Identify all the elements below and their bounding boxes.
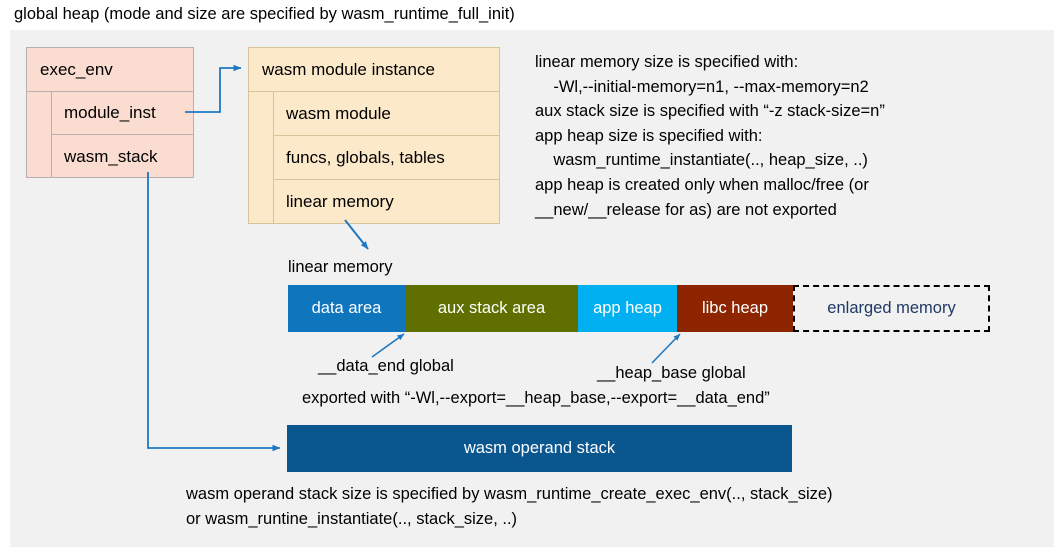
annotation-heap-base: __heap_base global (597, 364, 746, 382)
wasm-operand-stack-bar: wasm operand stack (287, 425, 792, 472)
page-title: global heap (mode and size are specified… (14, 5, 515, 23)
exec-env-box: exec_env module_inst wasm_stack (26, 47, 194, 178)
wasm-module-instance-header: wasm module instance (249, 48, 499, 92)
memory-segment-aux-stack-area: aux stack area (405, 285, 578, 332)
memory-segment-data-area: data area (288, 285, 405, 332)
linear-memory-label: linear memory (288, 258, 393, 276)
annotation-exported-with: exported with “-Wl,--export=__heap_base,… (302, 389, 770, 407)
memory-segment-libc-heap: libc heap (677, 285, 793, 332)
operand-stack-notes: wasm operand stack size is specified by … (186, 485, 833, 528)
module-row-linear-memory: linear memory (286, 192, 394, 211)
exec-env-row-wasm-stack: wasm_stack (64, 146, 158, 166)
wasm-module-instance-gutter (249, 92, 274, 223)
exec-env-header: exec_env (27, 48, 193, 92)
module-row-funcs-globals-tables: funcs, globals, tables (274, 136, 499, 180)
memory-segment-app-heap: app heap (578, 285, 677, 332)
annotation-data-end: __data_end global (318, 357, 454, 375)
memory-segment-enlarged-memory: enlarged memory (793, 285, 990, 332)
module-row-wasm-module: wasm module (274, 92, 499, 136)
linear-memory-notes: linear memory size is specified with: -W… (535, 53, 885, 219)
exec-env-gutter (27, 92, 52, 178)
exec-env-row-module-inst: module_inst (52, 92, 194, 135)
wasm-module-instance-box: wasm module instance wasm module funcs, … (248, 47, 500, 224)
